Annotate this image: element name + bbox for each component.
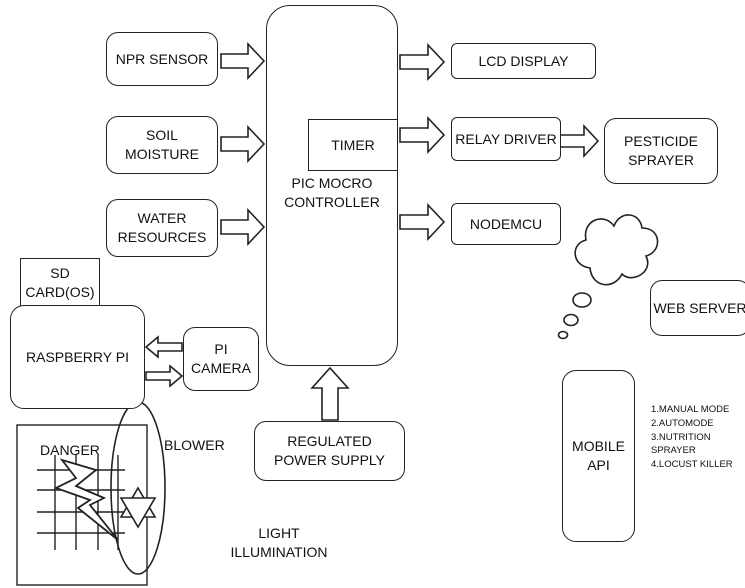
timer-label: TIMER	[331, 136, 375, 155]
web-server-block: WEB SERVER	[650, 280, 745, 336]
mobile-mode-item: SPRAYER	[651, 444, 743, 458]
arrow-water-to-controller	[221, 210, 264, 244]
raspberry-pi-block: RASPBERRY PI	[10, 305, 145, 409]
mobile-mode-item: 4.LOCUST KILLER	[651, 458, 743, 472]
arrow-soil-to-controller	[221, 127, 264, 161]
arrow-power-to-controller	[312, 368, 348, 420]
npr-sensor-block: NPR SENSOR	[106, 32, 218, 86]
mobile-mode-item: 1.MANUAL MODE	[651, 403, 743, 417]
blower-label: BLOWER	[164, 436, 225, 455]
mobile-mode-item: 3.NUTRITION	[651, 431, 743, 445]
raspberry-pi-label: RASPBERRY PI	[26, 348, 129, 367]
arrow-pi-to-camera	[146, 366, 182, 386]
star-light-icon	[121, 488, 155, 527]
relay-driver-label: RELAY DRIVER	[455, 130, 556, 149]
lcd-display-label: LCD DISPLAY	[479, 52, 569, 71]
arrow-controller-to-relay	[400, 118, 444, 152]
relay-driver-block: RELAY DRIVER	[451, 117, 561, 161]
nodemcu-label: NODEMCU	[470, 215, 542, 234]
lightning-icon	[56, 460, 118, 540]
web-server-label: WEB SERVER	[653, 299, 745, 318]
arrow-camera-to-pi	[146, 337, 182, 357]
lcd-display-block: LCD DISPLAY	[451, 43, 596, 79]
cloud-icon	[559, 215, 658, 339]
arrow-controller-to-nodemcu	[400, 205, 444, 239]
arrow-npr-to-controller	[221, 44, 264, 78]
danger-label: DANGER	[40, 441, 100, 460]
timer-block: TIMER	[308, 119, 398, 171]
npr-sensor-label: NPR SENSOR	[116, 50, 209, 69]
arrow-relay-to-pesticide	[558, 126, 598, 156]
mobile-mode-item: 2.AUTOMODE	[651, 417, 743, 431]
nodemcu-block: NODEMCU	[451, 203, 561, 245]
mobile-modes-list: 1.MANUAL MODE 2.AUTOMODE 3.NUTRITION SPR…	[651, 403, 743, 472]
arrow-controller-to-lcd	[400, 45, 444, 79]
